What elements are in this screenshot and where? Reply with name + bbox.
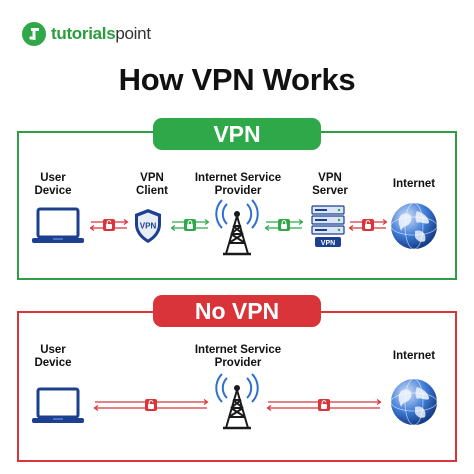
vpn-server-label: VPN Server <box>312 172 348 197</box>
brand-name-suffix: point <box>115 24 151 43</box>
laptop-icon <box>32 387 84 423</box>
brand-name: tutorialspoint <box>51 24 151 44</box>
vpn-shield-icon: VPN <box>135 209 161 243</box>
vpn-internet-label: Internet <box>392 178 436 190</box>
brand-name-prefix: tutorials <box>51 24 116 43</box>
laptop-icon <box>32 207 84 243</box>
novpn-internet-label: Internet <box>392 350 436 362</box>
novpn-user-device-label: User Device <box>34 344 72 369</box>
secure-link-isp-server <box>264 219 304 231</box>
insecure-link-isp-internet <box>266 399 382 411</box>
isp-tower-icon <box>215 373 259 430</box>
page-title: How VPN Works <box>118 62 356 97</box>
novpn-heading: No VPN <box>153 295 321 327</box>
internet-globe-icon <box>390 378 438 426</box>
secure-link-client-isp <box>170 219 210 231</box>
internet-globe-icon <box>390 202 438 250</box>
vpn-isp-label: Internet Service Provider <box>194 172 282 197</box>
brand-logo: tutorialspoint <box>22 22 151 46</box>
shield-text: VPN <box>140 222 157 231</box>
vpn-server-icon: VPN <box>311 205 345 247</box>
insecure-link-user-isp <box>93 399 209 411</box>
insecure-link-user-client <box>89 219 129 231</box>
server-badge-text: VPN <box>321 240 335 247</box>
vpn-heading: VPN <box>153 118 321 150</box>
vpn-client-label: VPN Client <box>136 172 168 197</box>
novpn-isp-label: Internet Service Provider <box>194 344 282 369</box>
tutorialspoint-logo-icon <box>22 22 46 46</box>
insecure-link-server-internet <box>348 219 388 231</box>
vpn-user-device-label: User Device <box>34 172 72 197</box>
isp-tower-icon <box>215 199 259 256</box>
